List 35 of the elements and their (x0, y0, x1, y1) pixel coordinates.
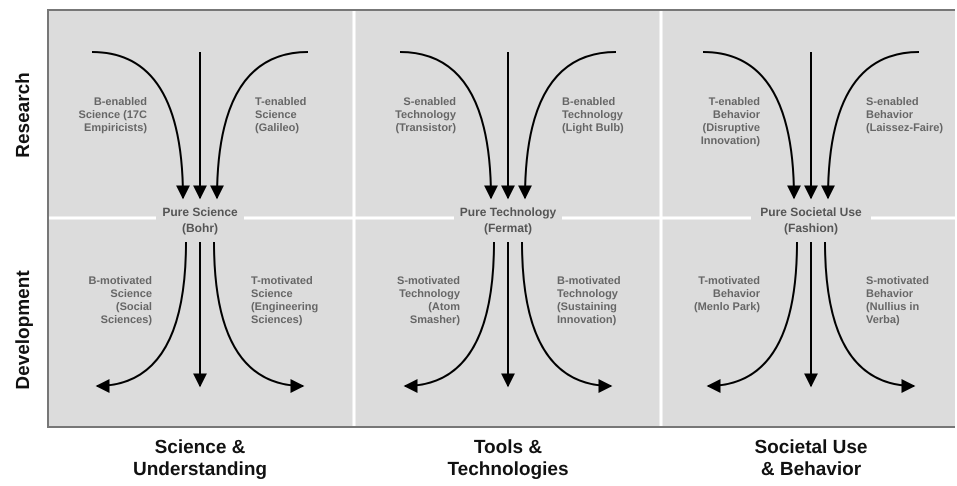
row-heading: Research (13, 72, 35, 158)
arrow-annotation: B-motivated Technology (Sustaining Innovation) (557, 275, 622, 327)
arrow-annotation: T-enabled Science (Galileo) (255, 96, 308, 135)
arrow-annotation: T-enabled Behavior (Disruptive Innovation) (700, 96, 760, 148)
arrow (404, 242, 495, 392)
arrow (501, 52, 515, 200)
arrow (521, 242, 612, 392)
arrow-annotation: S-enabled Technology (Transistor) (394, 96, 456, 135)
arrow (213, 242, 304, 392)
arrow-annotation: T-motivated Behavior (Menlo Park) (692, 275, 760, 314)
arrow (804, 242, 818, 388)
arrow-annotation: T-motivated Science (Engineering Sciences) (251, 275, 320, 327)
arrow (501, 242, 515, 388)
column-heading: Societal Use & Behavior (754, 437, 868, 481)
arrow (210, 51, 308, 200)
arrow (706, 242, 798, 392)
arrow (193, 242, 207, 388)
arrow-annotation: B-enabled Technology (Light Bulb) (562, 96, 625, 135)
arrow (400, 51, 498, 200)
arrow (96, 242, 187, 392)
arrow (518, 51, 616, 200)
arrow (804, 52, 818, 200)
arrow-annotation: B-motivated Science (Social Sciences) (87, 275, 152, 327)
arrow (702, 51, 801, 200)
column-heading: Science & Understanding (132, 437, 268, 481)
column-heading: Tools & Technologies (446, 437, 570, 481)
arrow-annotation: S-enabled Behavior (Laissez-Faire) (866, 96, 944, 135)
arrow (193, 52, 207, 200)
arrow (824, 242, 916, 392)
arrow (92, 51, 190, 200)
arrow-annotation: B-enabled Science (17C Empiricists) (78, 96, 147, 135)
arrow-annotation: S-motivated Technology (Atom Smasher) (396, 275, 460, 327)
row-heading: Development (13, 270, 35, 390)
arrow-annotation: S-motivated Behavior (Nullius in Verba) (866, 275, 930, 327)
arrow (821, 51, 920, 200)
